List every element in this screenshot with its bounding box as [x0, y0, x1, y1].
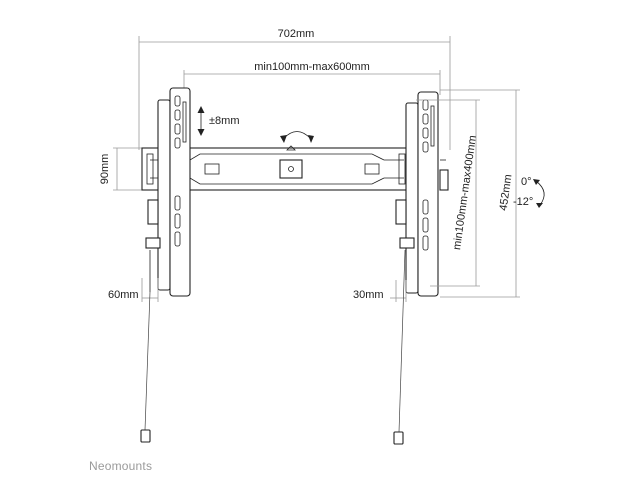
- bracket-height-label: 90mm: [99, 154, 111, 185]
- vesa-width-label: min100mm-max600mm: [254, 61, 370, 73]
- overall-height-dimension: 452mm: [440, 89, 520, 298]
- left-bracket: [145, 87, 191, 297]
- vertical-adjust-indicator: ±8mm: [197, 106, 239, 136]
- bracket-height-dimension: 90mm: [99, 147, 150, 191]
- tilt-indicator: 0° -12°: [513, 176, 545, 208]
- depth-right-dimension: 30mm: [353, 280, 407, 302]
- depth-right-label: 30mm: [353, 289, 384, 301]
- overall-width-dimension: 702mm: [138, 28, 451, 150]
- overall-height-label: 452mm: [498, 174, 515, 212]
- vertical-adjust-label: ±8mm: [209, 115, 239, 127]
- brand-logo-text: Neomounts: [89, 459, 152, 473]
- vesa-height-label: min100mm-max400mm: [451, 135, 479, 251]
- overall-width-label: 702mm: [278, 28, 315, 40]
- tilt-max-label: 0°: [521, 176, 532, 188]
- right-release-cord: [393, 249, 406, 445]
- depth-left-dimension: 60mm: [108, 278, 159, 302]
- level-rotation-icon: [280, 131, 314, 143]
- depth-left-label: 60mm: [108, 289, 139, 301]
- tilt-min-label: -12°: [513, 196, 533, 208]
- vesa-width-dimension: min100mm-max600mm: [183, 61, 441, 95]
- right-bracket: [395, 91, 449, 297]
- left-release-cord: [140, 291, 151, 443]
